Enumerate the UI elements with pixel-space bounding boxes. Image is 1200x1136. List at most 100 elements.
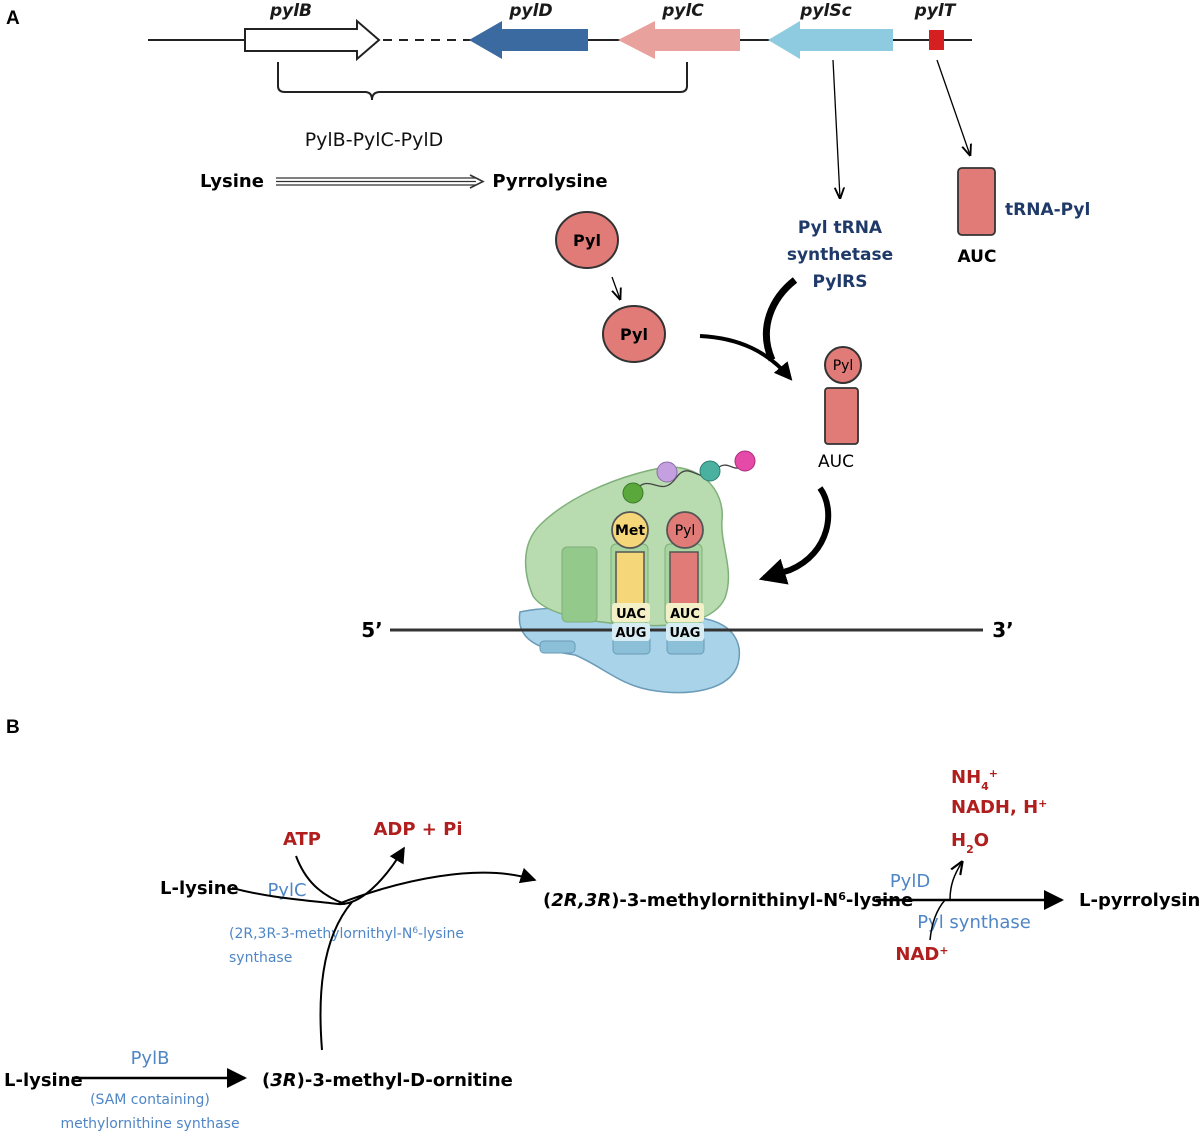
brace-label: PylB-PylC-PylD bbox=[305, 129, 444, 151]
pyl-anticodon: AUC bbox=[670, 607, 700, 622]
pylrs-curved-arrow bbox=[762, 277, 798, 362]
intermediate-prefix: ( bbox=[543, 890, 551, 911]
panel-a-label: A bbox=[6, 8, 20, 29]
pyl-codon-box bbox=[666, 623, 704, 641]
three-prime-label: 3’ bbox=[992, 618, 1014, 642]
nad-sup: + bbox=[939, 944, 948, 957]
met-anticodon: UAC bbox=[616, 607, 646, 622]
ornitine-end: )-3-methyl-D-ornitine bbox=[297, 1070, 513, 1091]
pyl-node-1 bbox=[555, 211, 619, 269]
ornitine-label: (3R)-3-methyl-D-ornitine bbox=[262, 1070, 513, 1091]
nadh-text: NADH, H bbox=[951, 797, 1038, 818]
intermediate-italic: 2R,3R bbox=[551, 890, 611, 911]
pyl-anticodon-box bbox=[666, 603, 704, 622]
pylSc-gene-arrow bbox=[768, 21, 893, 59]
l-lysine-pylc: L-lysine bbox=[160, 878, 239, 899]
charged-trna-body bbox=[824, 387, 859, 445]
pylc-enzyme-line2: synthase bbox=[229, 950, 292, 966]
pyl-codon: UAG bbox=[670, 626, 701, 641]
charged-pyl-node bbox=[824, 346, 862, 384]
pylSc-to-pylrs-arrow bbox=[832, 59, 840, 198]
peptide-residue-teal bbox=[699, 460, 721, 482]
pyl-node-in-ribosome bbox=[666, 511, 704, 549]
panel-b-label: B bbox=[6, 717, 20, 738]
brace bbox=[277, 62, 688, 101]
trna-name: tRNA-Pyl bbox=[1005, 200, 1090, 220]
intermediate-mid: )-3-methylornithinyl-N bbox=[611, 890, 838, 911]
h2o-o: O bbox=[974, 830, 989, 851]
pylT-to-trna-arrow bbox=[936, 59, 970, 155]
nh4-label: NH4+ bbox=[951, 767, 998, 793]
pylb-enzyme-line2: methylornithine synthase bbox=[60, 1116, 239, 1132]
pylB-label: pylB bbox=[269, 1, 312, 21]
trna-body bbox=[957, 167, 996, 236]
pyl-node-1-label: Pyl bbox=[573, 231, 601, 250]
met-node bbox=[611, 511, 649, 549]
h2o-h: H bbox=[951, 830, 966, 851]
l-pyrrolysine-label: L-pyrrolysine bbox=[1079, 890, 1200, 911]
nadh-label: NADH, H+ bbox=[951, 797, 1047, 819]
pylc-label: PylC bbox=[267, 880, 306, 901]
lysine-label: Lysine bbox=[200, 171, 264, 192]
met-codon: AUG bbox=[616, 626, 647, 641]
nh4-text: NH bbox=[951, 767, 981, 788]
pylb-enzyme-line1: (SAM containing) bbox=[90, 1092, 210, 1108]
peptide-residue-pink bbox=[734, 450, 756, 472]
charged-pyl-label: Pyl bbox=[833, 358, 854, 374]
pylc-main-arrow bbox=[337, 867, 537, 905]
five-prime-label: 5’ bbox=[361, 618, 383, 642]
pylb-label: PylB bbox=[131, 1048, 170, 1069]
intermediate-sup: 6 bbox=[838, 890, 846, 903]
pyld-products-arrow bbox=[949, 862, 962, 901]
pyl-label-in-ribosome: Pyl bbox=[675, 523, 696, 539]
pylrs-line2: synthetase bbox=[787, 245, 893, 265]
met-codon-box bbox=[612, 623, 650, 641]
pylrs-line1: Pyl tRNA bbox=[798, 218, 883, 238]
nad-text: NAD bbox=[895, 944, 939, 965]
adp-pi-label: ADP + Pi bbox=[373, 819, 462, 840]
peptide-chain-line bbox=[633, 461, 745, 493]
pyl-synthase-label: Pyl synthase bbox=[917, 912, 1031, 933]
trna-anticodon: AUC bbox=[958, 247, 997, 267]
nadh-sup: + bbox=[1038, 797, 1047, 810]
pyl-node-2 bbox=[602, 305, 666, 363]
pyld-label: PylD bbox=[890, 871, 930, 892]
ornitine-italic: 3R bbox=[270, 1070, 296, 1091]
nh4-sup: + bbox=[989, 767, 998, 780]
pyl-trna-in-ribosome bbox=[669, 551, 699, 608]
nad-input-curve bbox=[929, 899, 946, 941]
pylrs-line3: PylRS bbox=[812, 272, 867, 292]
met-trna-body bbox=[615, 551, 645, 608]
pylc-enzyme-line1-a: (2R,3R-3-methylornithyl-N bbox=[229, 926, 412, 942]
ribosome-site-e bbox=[561, 546, 598, 623]
pylc-enzyme-line1-end: -lysine bbox=[418, 926, 464, 942]
intermediate-label: (2R,3R)-3-methylornithinyl-N6-lysine bbox=[543, 890, 913, 912]
charged-trna-anticodon: AUC bbox=[818, 452, 854, 472]
trna-to-ribosome-arrow bbox=[758, 486, 832, 585]
pylD-label: pylD bbox=[508, 1, 552, 21]
pyrrolysine-label: Pyrrolysine bbox=[492, 171, 607, 192]
pylC-label: pylC bbox=[661, 1, 704, 21]
atp-curve-arrow bbox=[231, 846, 405, 906]
peptide-residue-purple bbox=[656, 461, 678, 483]
pylSc-label: pylSc bbox=[799, 1, 851, 21]
conversion-arrowhead bbox=[469, 174, 485, 189]
pyl-arrow-small bbox=[612, 276, 620, 299]
l-lysine-pylb: L-lysine bbox=[4, 1070, 83, 1091]
h2o-sub: 2 bbox=[966, 843, 974, 856]
pylD-gene-arrow bbox=[469, 21, 588, 59]
pylc-enzyme-line1: (2R,3R-3-methylornithyl-N6-lysine bbox=[229, 926, 464, 942]
pylC-gene-arrow bbox=[618, 21, 740, 59]
pyl-node-2-label: Pyl bbox=[620, 325, 648, 344]
atp-input-curve bbox=[295, 855, 346, 905]
small-subunit-site-e bbox=[539, 640, 576, 654]
pyl-to-trna-arrow bbox=[699, 334, 793, 381]
h2o-label: H2O bbox=[951, 830, 989, 856]
ornitine-prefix: ( bbox=[262, 1070, 270, 1091]
pylc-enzyme-sup: 6 bbox=[412, 926, 418, 936]
nh4-sub: 4 bbox=[981, 780, 989, 793]
peptide-residue-green bbox=[622, 482, 644, 504]
pylT-label: pylT bbox=[914, 1, 957, 21]
met-anticodon-box bbox=[612, 603, 650, 622]
